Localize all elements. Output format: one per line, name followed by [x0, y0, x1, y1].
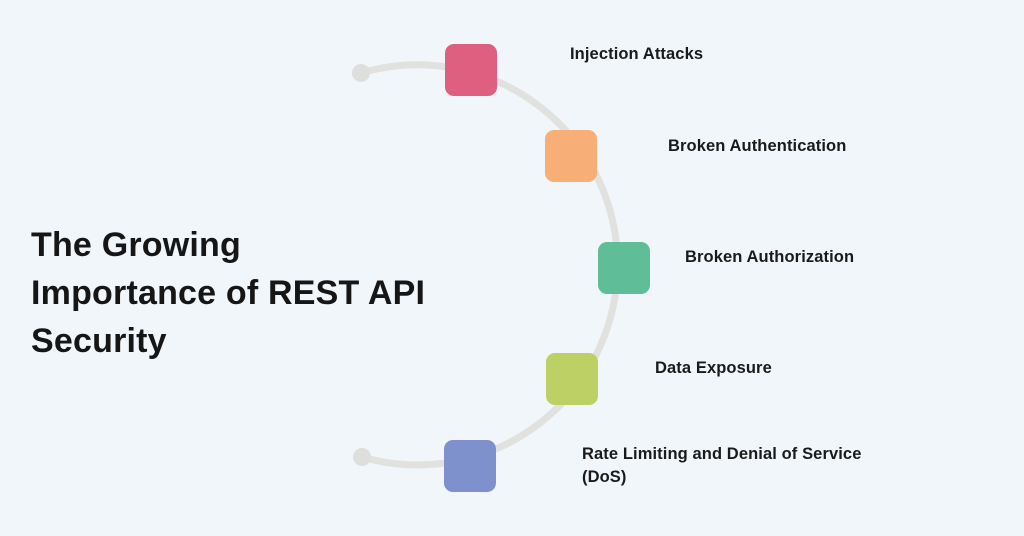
arc-end-dot — [353, 448, 371, 466]
page-title-line-2: Importance of REST API — [31, 274, 426, 312]
label-broken-authorization: Broken Authorization — [685, 248, 855, 266]
label-injection-attacks: Injection Attacks — [570, 45, 704, 63]
page-title: The Growing Importance of REST API Secur… — [31, 221, 501, 365]
marker-broken-authentication-icon — [545, 130, 597, 182]
arc-start-dot — [352, 64, 370, 82]
label-data-exposure: Data Exposure — [655, 359, 772, 377]
marker-broken-authorization-icon — [598, 242, 650, 294]
label-broken-authentication: Broken Authentication — [668, 137, 847, 155]
marker-data-exposure-icon — [546, 353, 598, 405]
page-title-line-3: Security — [31, 322, 167, 360]
page-title-line-1: The Growing — [31, 226, 241, 264]
marker-rate-limiting-icon — [444, 440, 496, 492]
label-rate-limiting-dos: Rate Limiting and Denial of Service (DoS… — [582, 445, 862, 486]
marker-injection-attacks-icon — [445, 44, 497, 96]
